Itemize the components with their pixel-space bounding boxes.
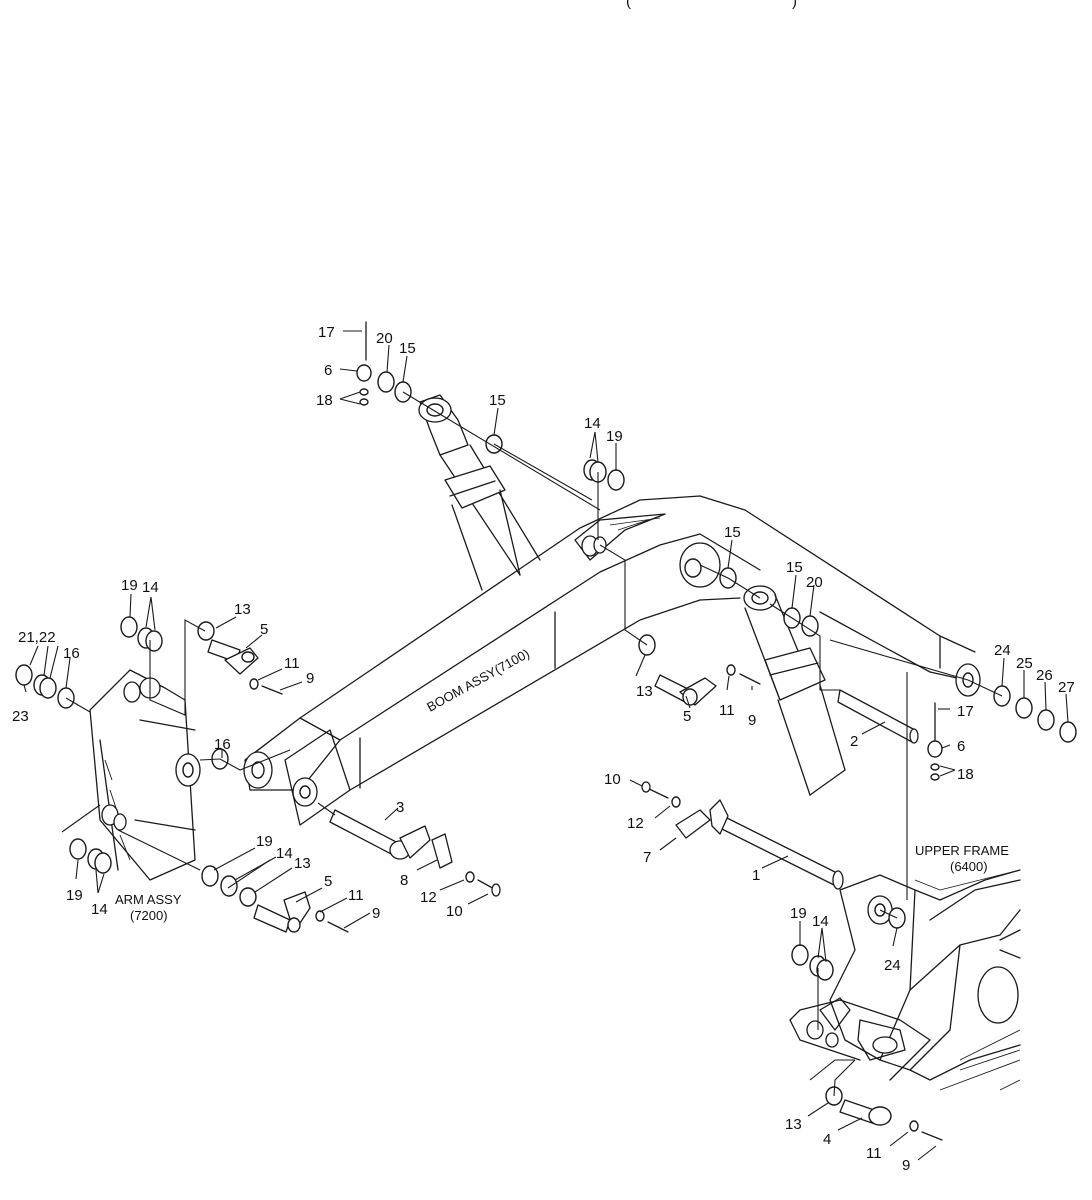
callout-14-boom: 14 — [584, 415, 601, 432]
boom-cylinder-left — [418, 394, 541, 591]
washer-11-bottom — [909, 1120, 919, 1132]
pin-4 — [839, 1099, 892, 1126]
washer-11-middle — [726, 664, 736, 676]
washer-11-upper-left — [249, 678, 259, 690]
callout-19-arm-bottom: 19 — [66, 887, 83, 904]
callout-12-upper: 12 — [627, 815, 644, 832]
boom-assy-label: BOOM ASSY(7100) — [424, 646, 532, 715]
callout-15-cyl: 15 — [489, 392, 506, 409]
upper-frame-number: (6400) — [950, 859, 988, 874]
bolt-head-10-lower — [491, 883, 501, 897]
pin-5-lower-left — [253, 891, 311, 933]
leader-lines — [23, 330, 1069, 1161]
callout-14-arm-bottom: 14 — [91, 901, 108, 918]
pin-5-middle — [654, 674, 717, 706]
callout-20-top: 20 — [376, 330, 393, 347]
callout-13-arm-top: 13 — [234, 601, 251, 618]
plate-8 — [431, 833, 453, 869]
upper-frame-label: UPPER FRAME — [915, 843, 1009, 858]
pin-1 — [709, 799, 844, 890]
callout-8: 8 — [400, 872, 408, 889]
callout-7: 7 — [643, 849, 651, 866]
callout-19-frame: 19 — [790, 905, 807, 922]
header-fragment-close: ) — [792, 0, 797, 10]
callout-18-right: 18 — [957, 766, 974, 783]
callout-16-arm: 16 — [63, 645, 80, 662]
callout-numbers: 17 20 15 6 18 15 14 19 15 15 20 19 14 13… — [12, 324, 1075, 1174]
pin-5-upper-left — [207, 639, 259, 675]
pin-2 — [837, 689, 919, 744]
callout-17-right: 17 — [957, 703, 974, 720]
callout-9-bottom: 9 — [902, 1157, 910, 1174]
callout-11-lower: 11 — [348, 887, 364, 904]
callout-14-arm-top: 14 — [142, 579, 159, 596]
washer-18-right-b — [930, 773, 940, 781]
callout-3: 3 — [396, 799, 404, 816]
callout-19-lower: 19 — [256, 833, 273, 850]
callout-20-right: 20 — [806, 574, 823, 591]
bolt-9-middle — [739, 673, 761, 685]
header-fragment-open: ( — [626, 0, 631, 10]
callout-5-arm-top: 5 — [260, 621, 268, 638]
arm-assy-label: ARM ASSY — [115, 892, 182, 907]
callout-12-lower: 12 — [420, 889, 437, 906]
callout-13-lower: 13 — [294, 855, 311, 872]
callout-11-bottom: 11 — [866, 1145, 882, 1162]
callout-2: 2 — [850, 733, 858, 750]
callout-1: 1 — [752, 867, 760, 884]
callout-17-top: 17 — [318, 324, 335, 341]
boom-cylinder-right — [743, 585, 846, 796]
callout-21-22: 21,22 — [18, 629, 56, 646]
washer-11-lower-left — [315, 910, 325, 922]
callout-24-frame: 24 — [884, 957, 901, 974]
plate-7 — [675, 809, 711, 839]
callout-9-mid: 9 — [748, 712, 756, 729]
washer-18-right-a — [930, 763, 940, 771]
arm-assy-number: (7200) — [130, 908, 168, 923]
callout-14-frame: 14 — [812, 913, 829, 930]
callout-15-boom-mid: 15 — [724, 524, 741, 541]
callout-11-mid: 11 — [719, 702, 735, 719]
bolt-9-bottom — [921, 1131, 943, 1141]
pin-3 — [329, 809, 431, 860]
washer-6-right — [927, 740, 943, 758]
callout-19-arm-top: 19 — [121, 577, 138, 594]
washer-12-upper — [671, 796, 681, 808]
callout-5-mid: 5 — [683, 708, 691, 725]
bolt-head-10-upper — [641, 781, 651, 793]
callout-18-top: 18 — [316, 392, 333, 409]
bolt-9-upper-left — [261, 685, 283, 695]
callout-27: 27 — [1058, 679, 1075, 696]
callout-4: 4 — [823, 1131, 831, 1148]
callout-6-right: 6 — [957, 738, 965, 755]
callout-10-lower: 10 — [446, 903, 463, 920]
callout-26: 26 — [1036, 667, 1053, 684]
callout-10-upper: 10 — [604, 771, 621, 788]
callout-9-lower: 9 — [372, 905, 380, 922]
arm-assembly — [89, 669, 201, 881]
callout-14-lower: 14 — [276, 845, 293, 862]
callout-6-top: 6 — [324, 362, 332, 379]
washer-18-top-b — [359, 398, 369, 406]
callout-23: 23 — [12, 708, 29, 725]
callout-5-lower: 5 — [324, 873, 332, 890]
callout-13-bottom: 13 — [785, 1116, 802, 1133]
callout-11-arm-top: 11 — [284, 655, 300, 672]
assembly-lines — [61, 391, 1003, 1097]
callout-24-right: 24 — [994, 642, 1011, 659]
washer-18-top-a — [359, 388, 369, 396]
callout-15-right: 15 — [786, 559, 803, 576]
washer-12-lower — [465, 871, 475, 883]
callout-15-top: 15 — [399, 340, 416, 357]
washer-6-top — [356, 364, 372, 382]
callout-19-boom: 19 — [606, 428, 623, 445]
callout-9-arm-top: 9 — [306, 670, 314, 687]
bolt-9-lower-left — [327, 921, 349, 933]
callout-16-boomfoot: 16 — [214, 736, 231, 753]
callout-13-mid: 13 — [636, 683, 653, 700]
callout-25: 25 — [1016, 655, 1033, 672]
